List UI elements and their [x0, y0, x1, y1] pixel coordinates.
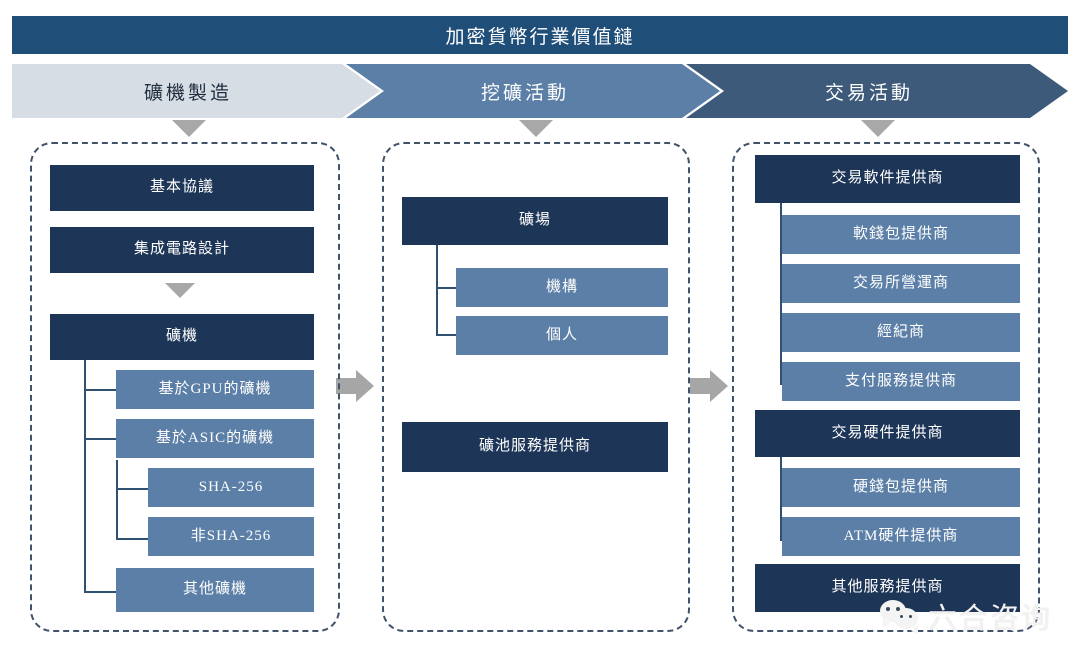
node-label: 機構	[545, 278, 578, 295]
node-mining-farm[interactable]: 礦場	[402, 197, 668, 245]
node-trading-hardware-provider[interactable]: 交易硬件提供商	[755, 410, 1020, 457]
node-label: 交易硬件提供商	[831, 424, 944, 441]
group-trading-activity	[732, 142, 1040, 632]
connector-line	[436, 287, 456, 289]
node-label: 硬錢包提供商	[852, 478, 949, 495]
node-software-wallet-provider[interactable]: 軟錢包提供商	[782, 215, 1020, 254]
node-other-miners[interactable]: 其他礦機	[116, 568, 314, 612]
node-mining-machine[interactable]: 礦機	[50, 314, 314, 360]
node-label: 非SHA-256	[190, 527, 272, 544]
node-gpu-based-miner[interactable]: 基於GPU的礦機	[116, 370, 314, 409]
group-mining-activity	[382, 142, 690, 632]
node-label: 支付服務提供商	[844, 372, 957, 389]
node-asic-based-miner[interactable]: 基於ASIC的礦機	[116, 419, 314, 458]
node-label: 交易軟件提供商	[831, 170, 944, 187]
node-exchange-operator[interactable]: 交易所營運商	[782, 264, 1020, 303]
connector-line	[436, 334, 456, 336]
node-label: 基於ASIC的礦機	[155, 429, 275, 446]
node-individual[interactable]: 個人	[456, 316, 668, 355]
stage-label-3: 交易活動	[824, 82, 913, 104]
node-label: 其他服務提供商	[831, 579, 944, 596]
flow-arrow-icon-2	[690, 370, 730, 402]
stage-chevron-mining-activity[interactable]: 挖礦活動	[346, 64, 720, 118]
node-label: ATM硬件提供商	[843, 527, 959, 544]
stage-chevron-mining-machine-manufacturing[interactable]: 礦機製造	[12, 64, 380, 118]
node-mining-pool-service-provider[interactable]: 礦池服務提供商	[402, 422, 668, 472]
node-hardware-wallet-provider[interactable]: 硬錢包提供商	[782, 468, 1020, 507]
connector-line	[84, 389, 116, 391]
connector-line	[84, 591, 116, 593]
node-label: SHA-256	[198, 478, 264, 495]
connector-line	[116, 538, 148, 540]
node-basic-protocol[interactable]: 基本協議	[50, 165, 314, 211]
node-label: 個人	[545, 326, 578, 343]
node-institutional[interactable]: 機構	[456, 268, 668, 307]
connector-line	[116, 460, 118, 540]
down-arrow-icon-inner-column-1	[165, 283, 195, 298]
node-label: 基本協議	[149, 179, 214, 196]
node-label: 礦機	[165, 328, 198, 345]
node-payment-service-provider[interactable]: 支付服務提供商	[782, 362, 1020, 401]
down-arrow-icon-column-3	[861, 120, 895, 137]
node-non-sha-256[interactable]: 非SHA-256	[148, 517, 314, 556]
stage-bar: 礦機製造 挖礦活動 交易活動	[12, 64, 1068, 118]
node-label: 經紀商	[876, 323, 925, 340]
connector-line	[116, 488, 148, 490]
connector-line	[84, 360, 86, 592]
group-mining-machine-manufacturing	[30, 142, 340, 632]
node-sha-256[interactable]: SHA-256	[148, 468, 314, 507]
node-label: 礦場	[518, 212, 551, 229]
connector-line	[436, 245, 438, 335]
stage-label-1: 礦機製造	[143, 82, 232, 104]
node-label: 軟錢包提供商	[852, 225, 949, 242]
node-ic-design[interactable]: 集成電路設計	[50, 227, 314, 273]
node-label: 基於GPU的礦機	[158, 380, 272, 397]
down-arrow-icon-column-1	[172, 120, 206, 137]
connector-line	[780, 457, 782, 541]
node-label: 交易所營運商	[852, 274, 949, 291]
node-atm-hardware-provider[interactable]: ATM硬件提供商	[782, 517, 1020, 556]
node-label: 礦池服務提供商	[478, 438, 591, 455]
node-broker[interactable]: 經紀商	[782, 313, 1020, 352]
flow-arrow-icon-1	[336, 370, 376, 402]
node-label: 其他礦機	[182, 581, 247, 598]
connector-line	[84, 438, 116, 440]
node-label: 集成電路設計	[133, 241, 230, 258]
node-trading-software-provider[interactable]: 交易軟件提供商	[755, 155, 1020, 203]
stage-label-2: 挖礦活動	[480, 82, 569, 104]
stage-chevron-trading-activity[interactable]: 交易活動	[686, 64, 1068, 118]
connector-line	[780, 203, 782, 385]
page-title: 加密貨幣行業價值鏈	[445, 26, 635, 48]
page-title-bar: 加密貨幣行業價值鏈	[12, 16, 1068, 54]
node-other-service-provider[interactable]: 其他服務提供商	[755, 564, 1020, 612]
down-arrow-icon-column-2	[519, 120, 553, 137]
